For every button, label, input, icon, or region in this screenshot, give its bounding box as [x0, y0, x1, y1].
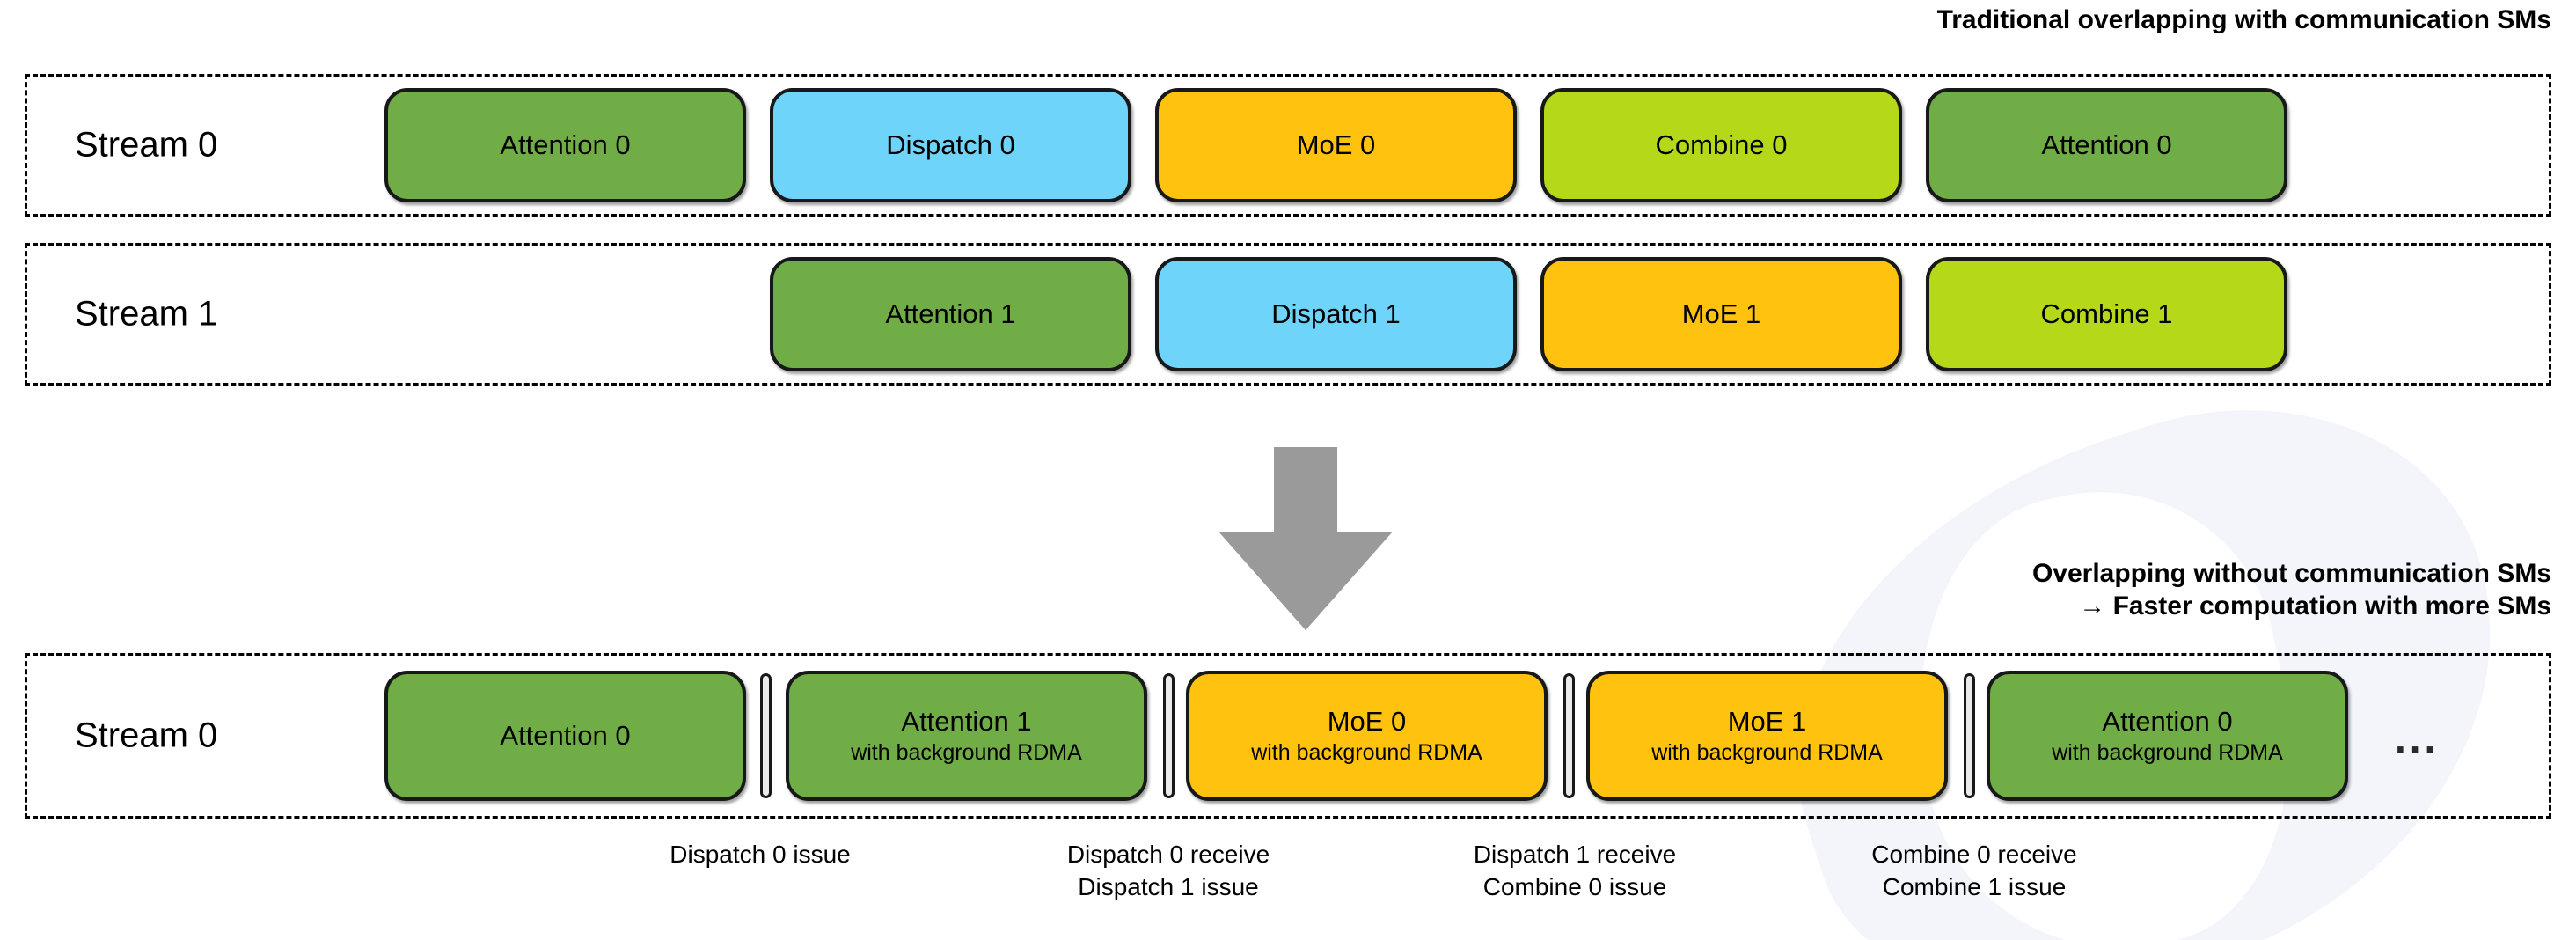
- communication-caption-3: Combine 0 receive Combine 1 issue: [1871, 841, 2077, 901]
- lane-label-stream-1-traditional: Stream 1: [75, 294, 218, 334]
- lane-label-stream-0-traditional: Stream 0: [75, 125, 218, 165]
- block-title: MoE 1: [1727, 705, 1807, 737]
- traditional-section-heading: Traditional overlapping with communicati…: [1936, 5, 2551, 34]
- block-title: Combine 1: [2040, 297, 2173, 329]
- lane-label-stream-0-optimized: Stream 0: [75, 716, 218, 755]
- block-title: Combine 0: [1655, 129, 1788, 160]
- traditional-stream-0-block-0: Attention 0: [384, 88, 746, 202]
- traditional-stream-0-block-3: Combine 0: [1540, 88, 1902, 202]
- block-title: MoE 0: [1296, 129, 1376, 160]
- block-subtitle: with background RDMA: [2052, 739, 2283, 765]
- block-title: Attention 0: [500, 129, 631, 160]
- block-title: Dispatch 0: [886, 129, 1015, 160]
- optimized-section-heading: Overlapping without communication SMs → …: [2031, 559, 2551, 621]
- continuation-ellipsis: ...: [2395, 716, 2440, 761]
- kernel-separator-0: [760, 673, 772, 798]
- lane-traditional-stream-0: Stream 0: [25, 74, 2551, 217]
- block-title: Attention 0: [2102, 705, 2233, 737]
- block-title: Attention 0: [500, 719, 631, 751]
- traditional-stream-1-block-0: Attention 1: [770, 257, 1131, 371]
- traditional-stream-1-block-3: Combine 1: [1926, 257, 2287, 371]
- communication-caption-2: Dispatch 1 receive Combine 0 issue: [1473, 841, 1677, 901]
- traditional-stream-0-block-4: Attention 0: [1926, 88, 2287, 202]
- traditional-stream-1-block-1: Dispatch 1: [1155, 257, 1517, 371]
- communication-caption-0: Dispatch 0 issue: [670, 841, 851, 868]
- lane-traditional-stream-1: Stream 1: [25, 243, 2551, 386]
- optimized-stream-0-block-0: Attention 0: [384, 671, 746, 801]
- block-title: MoE 0: [1327, 705, 1407, 737]
- traditional-stream-0-block-1: Dispatch 0: [770, 88, 1131, 202]
- block-title: MoE 1: [1681, 297, 1761, 329]
- block-subtitle: with background RDMA: [851, 739, 1082, 765]
- block-subtitle: with background RDMA: [1251, 739, 1482, 765]
- communication-caption-1: Dispatch 0 receive Dispatch 1 issue: [1066, 841, 1270, 901]
- kernel-separator-3: [1964, 673, 1975, 798]
- kernel-separator-1: [1163, 673, 1175, 798]
- traditional-stream-1-block-2: MoE 1: [1540, 257, 1902, 371]
- block-title: Dispatch 1: [1271, 297, 1401, 329]
- block-title: Attention 0: [2041, 129, 2172, 160]
- kernel-separator-2: [1563, 673, 1575, 798]
- down-arrow-icon: [1218, 447, 1393, 630]
- traditional-stream-0-block-2: MoE 0: [1155, 88, 1517, 202]
- lane-optimized-stream-0: Stream 0: [25, 653, 2551, 819]
- block-title: Attention 1: [901, 705, 1032, 737]
- block-title: Attention 1: [885, 297, 1016, 329]
- block-subtitle: with background RDMA: [1651, 739, 1883, 765]
